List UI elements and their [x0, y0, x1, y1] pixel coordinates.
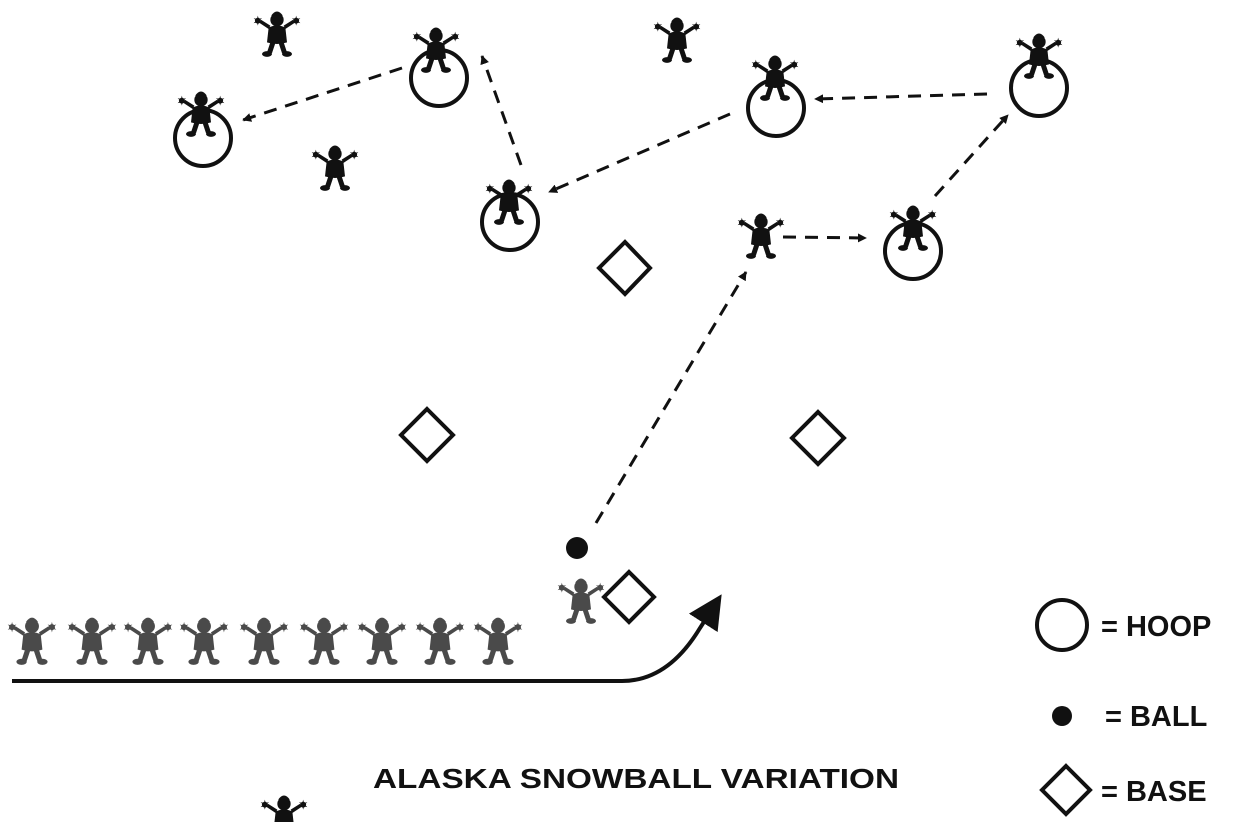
pass-arrow — [814, 92, 988, 104]
fielder-icon — [737, 213, 785, 259]
base-icon — [596, 239, 653, 297]
fielding-team — [177, 11, 1063, 822]
pass-arrows — [242, 55, 1010, 524]
waiting-player-icon — [67, 617, 117, 665]
base-icon — [601, 569, 657, 625]
waiting-player-icon — [473, 617, 523, 665]
base-icon — [398, 406, 456, 464]
waiting-player-icon — [123, 617, 173, 665]
bases — [398, 239, 847, 625]
fielder-icon — [311, 145, 359, 191]
legend: = HOOP = BALL = BASE — [1035, 598, 1211, 817]
waiting-player-icon — [7, 617, 57, 665]
kicking-team — [7, 578, 605, 665]
pass-arrow — [242, 66, 403, 122]
waiting-player-icon — [415, 617, 465, 665]
legend-base-icon — [1039, 763, 1093, 817]
diagram-title: ALASKA SNOWBALL VARIATION — [373, 763, 899, 794]
legend-base-label: = BASE — [1101, 776, 1207, 808]
running-path-arrow — [12, 594, 722, 683]
pass-arrow — [480, 55, 523, 166]
legend-ball-label: = BALL — [1105, 701, 1207, 733]
hoop-icon — [746, 78, 806, 138]
waiting-player-icon — [239, 617, 289, 665]
fielder-icon — [653, 17, 701, 63]
pass-arrow — [782, 233, 867, 243]
legend-hoop-label: = HOOP — [1101, 611, 1211, 643]
ball-icon — [566, 537, 588, 559]
hoop-icon — [1009, 58, 1069, 118]
batter-icon — [557, 578, 605, 624]
fielder-icon — [1015, 33, 1063, 79]
base-icon — [789, 409, 847, 467]
pass-arrow — [594, 271, 748, 524]
legend-ball-icon — [1052, 706, 1072, 726]
fielder-icon — [751, 55, 799, 101]
waiting-player-icon — [299, 617, 349, 665]
pass-arrow — [548, 112, 731, 194]
pass-arrow — [933, 113, 1010, 198]
fielder-icon — [412, 27, 460, 73]
waiting-player-icon — [357, 617, 407, 665]
fielder-icon — [260, 795, 308, 822]
fielder-icon — [253, 11, 301, 57]
legend-hoop-icon — [1035, 598, 1089, 652]
waiting-player-icon — [179, 617, 229, 665]
